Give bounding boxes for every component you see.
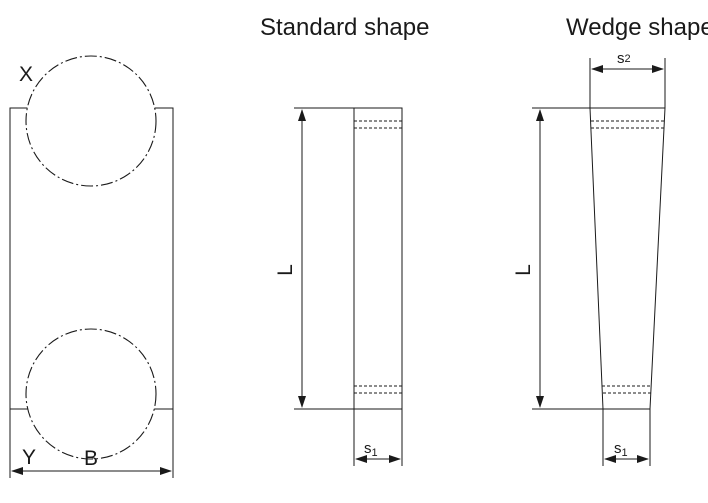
label-y: Y [22,446,36,469]
standard-plate-outline [353,107,403,410]
front-view: X Y B [9,55,174,478]
wedge-label-s2: s2 [617,50,631,67]
standard-label-s1: s1 [364,440,378,459]
label-x: X [19,63,33,86]
wedge-plate-outline [589,107,666,410]
wedge-shape-view: Wedge shape L s2 s1 [512,14,708,466]
label-b: B [84,447,98,470]
standard-label-l: L [274,264,297,276]
wedge-label-s1: s1 [614,440,628,459]
standard-shape-view: Standard shape L s1 [260,14,429,466]
standard-shape-title: Standard shape [260,14,429,41]
circle-y [25,328,157,460]
wedge-label-l: L [512,264,535,276]
wedge-shape-title: Wedge shape [566,14,708,41]
circle-x [25,55,157,187]
